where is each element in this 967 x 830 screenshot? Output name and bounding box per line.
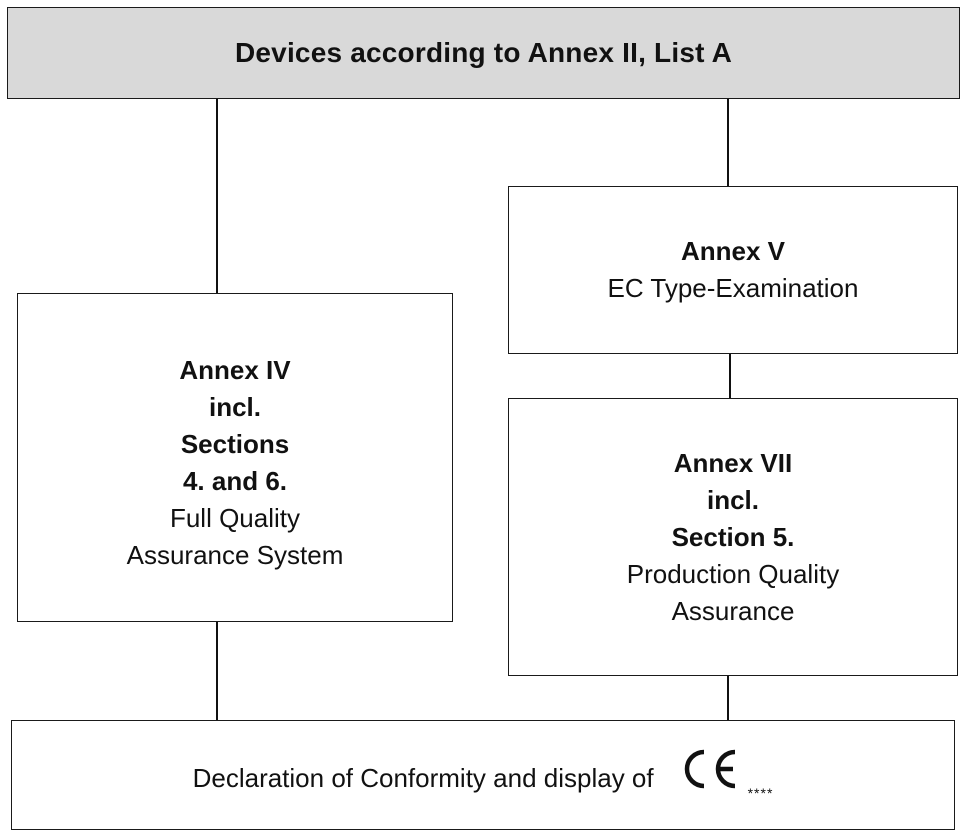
connector-header-to-annex-v — [727, 99, 729, 186]
annex-vii-description-line1: Production Quality — [626, 558, 840, 589]
annex-vii-description-line2: Assurance — [671, 595, 795, 626]
annex-vii-incl: incl. — [706, 484, 759, 515]
annex-iv-title: Annex IV — [179, 354, 291, 385]
devices-header-box: Devices according to Annex II, List A — [7, 7, 960, 99]
annex-iv-section-numbers: 4. and 6. — [182, 465, 288, 496]
declaration-text: Declaration of Conformity and display of — [192, 762, 654, 793]
devices-header-title: Devices according to Annex II, List A — [234, 37, 732, 68]
declaration-box: Declaration of Conformity and display of… — [11, 720, 955, 830]
ce-mark-icon — [676, 748, 738, 795]
annex-v-title: Annex V — [680, 236, 786, 266]
annex-iv-description-line2: Assurance System — [126, 539, 344, 570]
annex-iv-incl: incl. — [208, 391, 261, 422]
annex-v-box: Annex V EC Type-Examination — [508, 186, 958, 354]
connector-header-to-annex-iv — [216, 99, 218, 293]
connector-annex-vii-to-declaration — [727, 676, 729, 720]
footnote-asterisks: **** — [747, 785, 774, 801]
connector-annex-v-to-annex-vii — [729, 354, 731, 398]
connector-annex-iv-to-declaration — [216, 622, 218, 720]
annex-v-subtitle: EC Type-Examination — [607, 273, 859, 303]
annex-iv-box: Annex IV incl. Sections 4. and 6. Full Q… — [17, 293, 453, 622]
annex-iv-sections: Sections — [180, 428, 290, 459]
annex-vii-title: Annex VII — [673, 447, 793, 478]
annex-vii-box: Annex VII incl. Section 5. Production Qu… — [508, 398, 958, 676]
annex-iv-description-line1: Full Quality — [169, 502, 301, 533]
annex-vii-section: Section 5. — [671, 521, 795, 552]
